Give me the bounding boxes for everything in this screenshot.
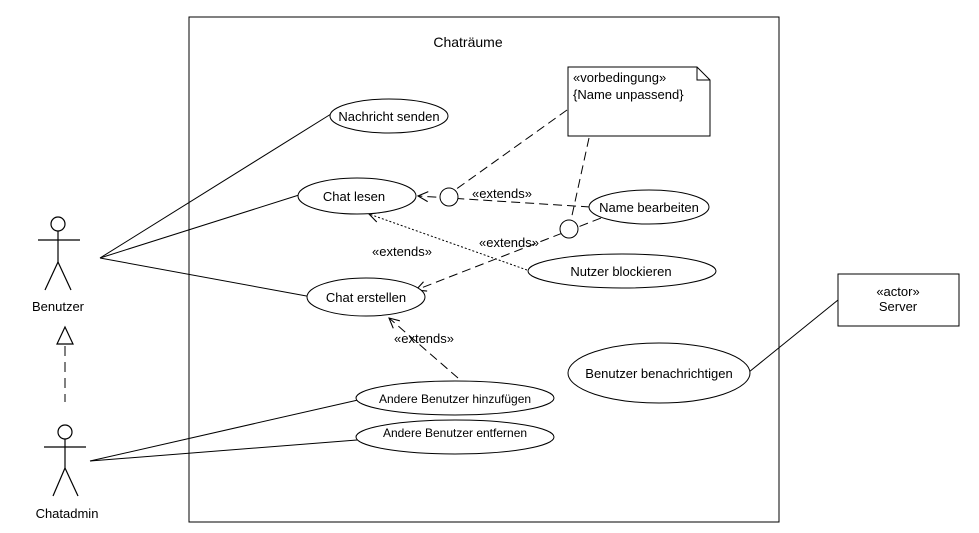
server-stereotype: «actor»	[876, 284, 919, 299]
actor-server[interactable]: «actor» Server	[837, 273, 960, 327]
actor-chatadmin[interactable]	[44, 424, 86, 497]
label-andere-hinzufuegen: Andere Benutzer hinzufügen	[379, 392, 531, 406]
label-chat-lesen: Chat lesen	[323, 189, 385, 204]
actor-benutzer-label: Benutzer	[32, 299, 85, 314]
use-case-andere-hinzufuegen[interactable]	[355, 380, 555, 416]
extension-point-lesen	[439, 187, 459, 207]
server-name: Server	[879, 299, 918, 314]
actor-benutzer[interactable]	[38, 216, 80, 291]
label-nutzer-blockieren: Nutzer blockieren	[570, 264, 671, 279]
use-case-andere-entfernen[interactable]	[355, 419, 555, 455]
extends-label-name-erstellen: «extends»	[479, 235, 539, 250]
label-benutzer-benachrichtigen: Benutzer benachrichtigen	[585, 366, 732, 381]
assoc-benutzer-nachricht	[99, 113, 332, 259]
use-case-chat-erstellen[interactable]	[306, 277, 426, 317]
extends-label-name-lesen: «extends»	[472, 186, 532, 201]
extends-name-erstellen-line	[416, 212, 615, 290]
association-lines	[89, 113, 839, 462]
assoc-server-benachrichtigen	[748, 299, 839, 373]
use-case-chat-lesen[interactable]	[297, 177, 417, 215]
actor-benutzer-head	[50, 216, 66, 232]
label-chat-erstellen: Chat erstellen	[326, 290, 406, 305]
use-case-name-bearbeiten[interactable]	[588, 189, 710, 225]
use-case-nachricht-senden[interactable]	[329, 98, 449, 134]
label-andere-entfernen: Andere Benutzer entfernen	[383, 426, 527, 440]
label-nachricht-senden: Nachricht senden	[338, 109, 439, 124]
use-case-benutzer-benachrichtigen[interactable]	[567, 342, 751, 404]
extends-label-blockieren-lesen: «extends»	[372, 244, 432, 259]
extends-hinzufuegen-erstellen-line	[389, 318, 459, 379]
assoc-admin-entfernen	[89, 439, 358, 462]
extension-point-name	[559, 219, 579, 239]
use-case-nutzer-blockieren[interactable]	[527, 253, 717, 289]
label-name-bearbeiten: Name bearbeiten	[599, 200, 699, 215]
use-case-labels: Nachricht senden Chat lesen Name bearbei…	[323, 109, 733, 440]
generalization-triangle	[56, 325, 74, 345]
assoc-benutzer-lesen	[99, 194, 300, 259]
actor-chatadmin-head	[57, 424, 73, 440]
extends-label-hinzufuegen-erstellen: «extends»	[394, 331, 454, 346]
note-condition: {Name unpassend}	[573, 87, 684, 102]
assoc-benutzer-erstellen	[99, 257, 313, 298]
system-title: Chaträume	[433, 34, 502, 50]
actor-chatadmin-label: Chatadmin	[36, 506, 99, 521]
assoc-admin-hinzufuegen	[89, 399, 359, 462]
precondition-note: «vorbedingung» {Name unpassend}	[567, 66, 711, 137]
note-stereotype: «vorbedingung»	[573, 70, 666, 85]
use-cases	[297, 98, 751, 455]
extends-labels: «extends» «extends» «extends» «extends»	[372, 186, 539, 346]
note-anchor-1	[454, 109, 568, 191]
